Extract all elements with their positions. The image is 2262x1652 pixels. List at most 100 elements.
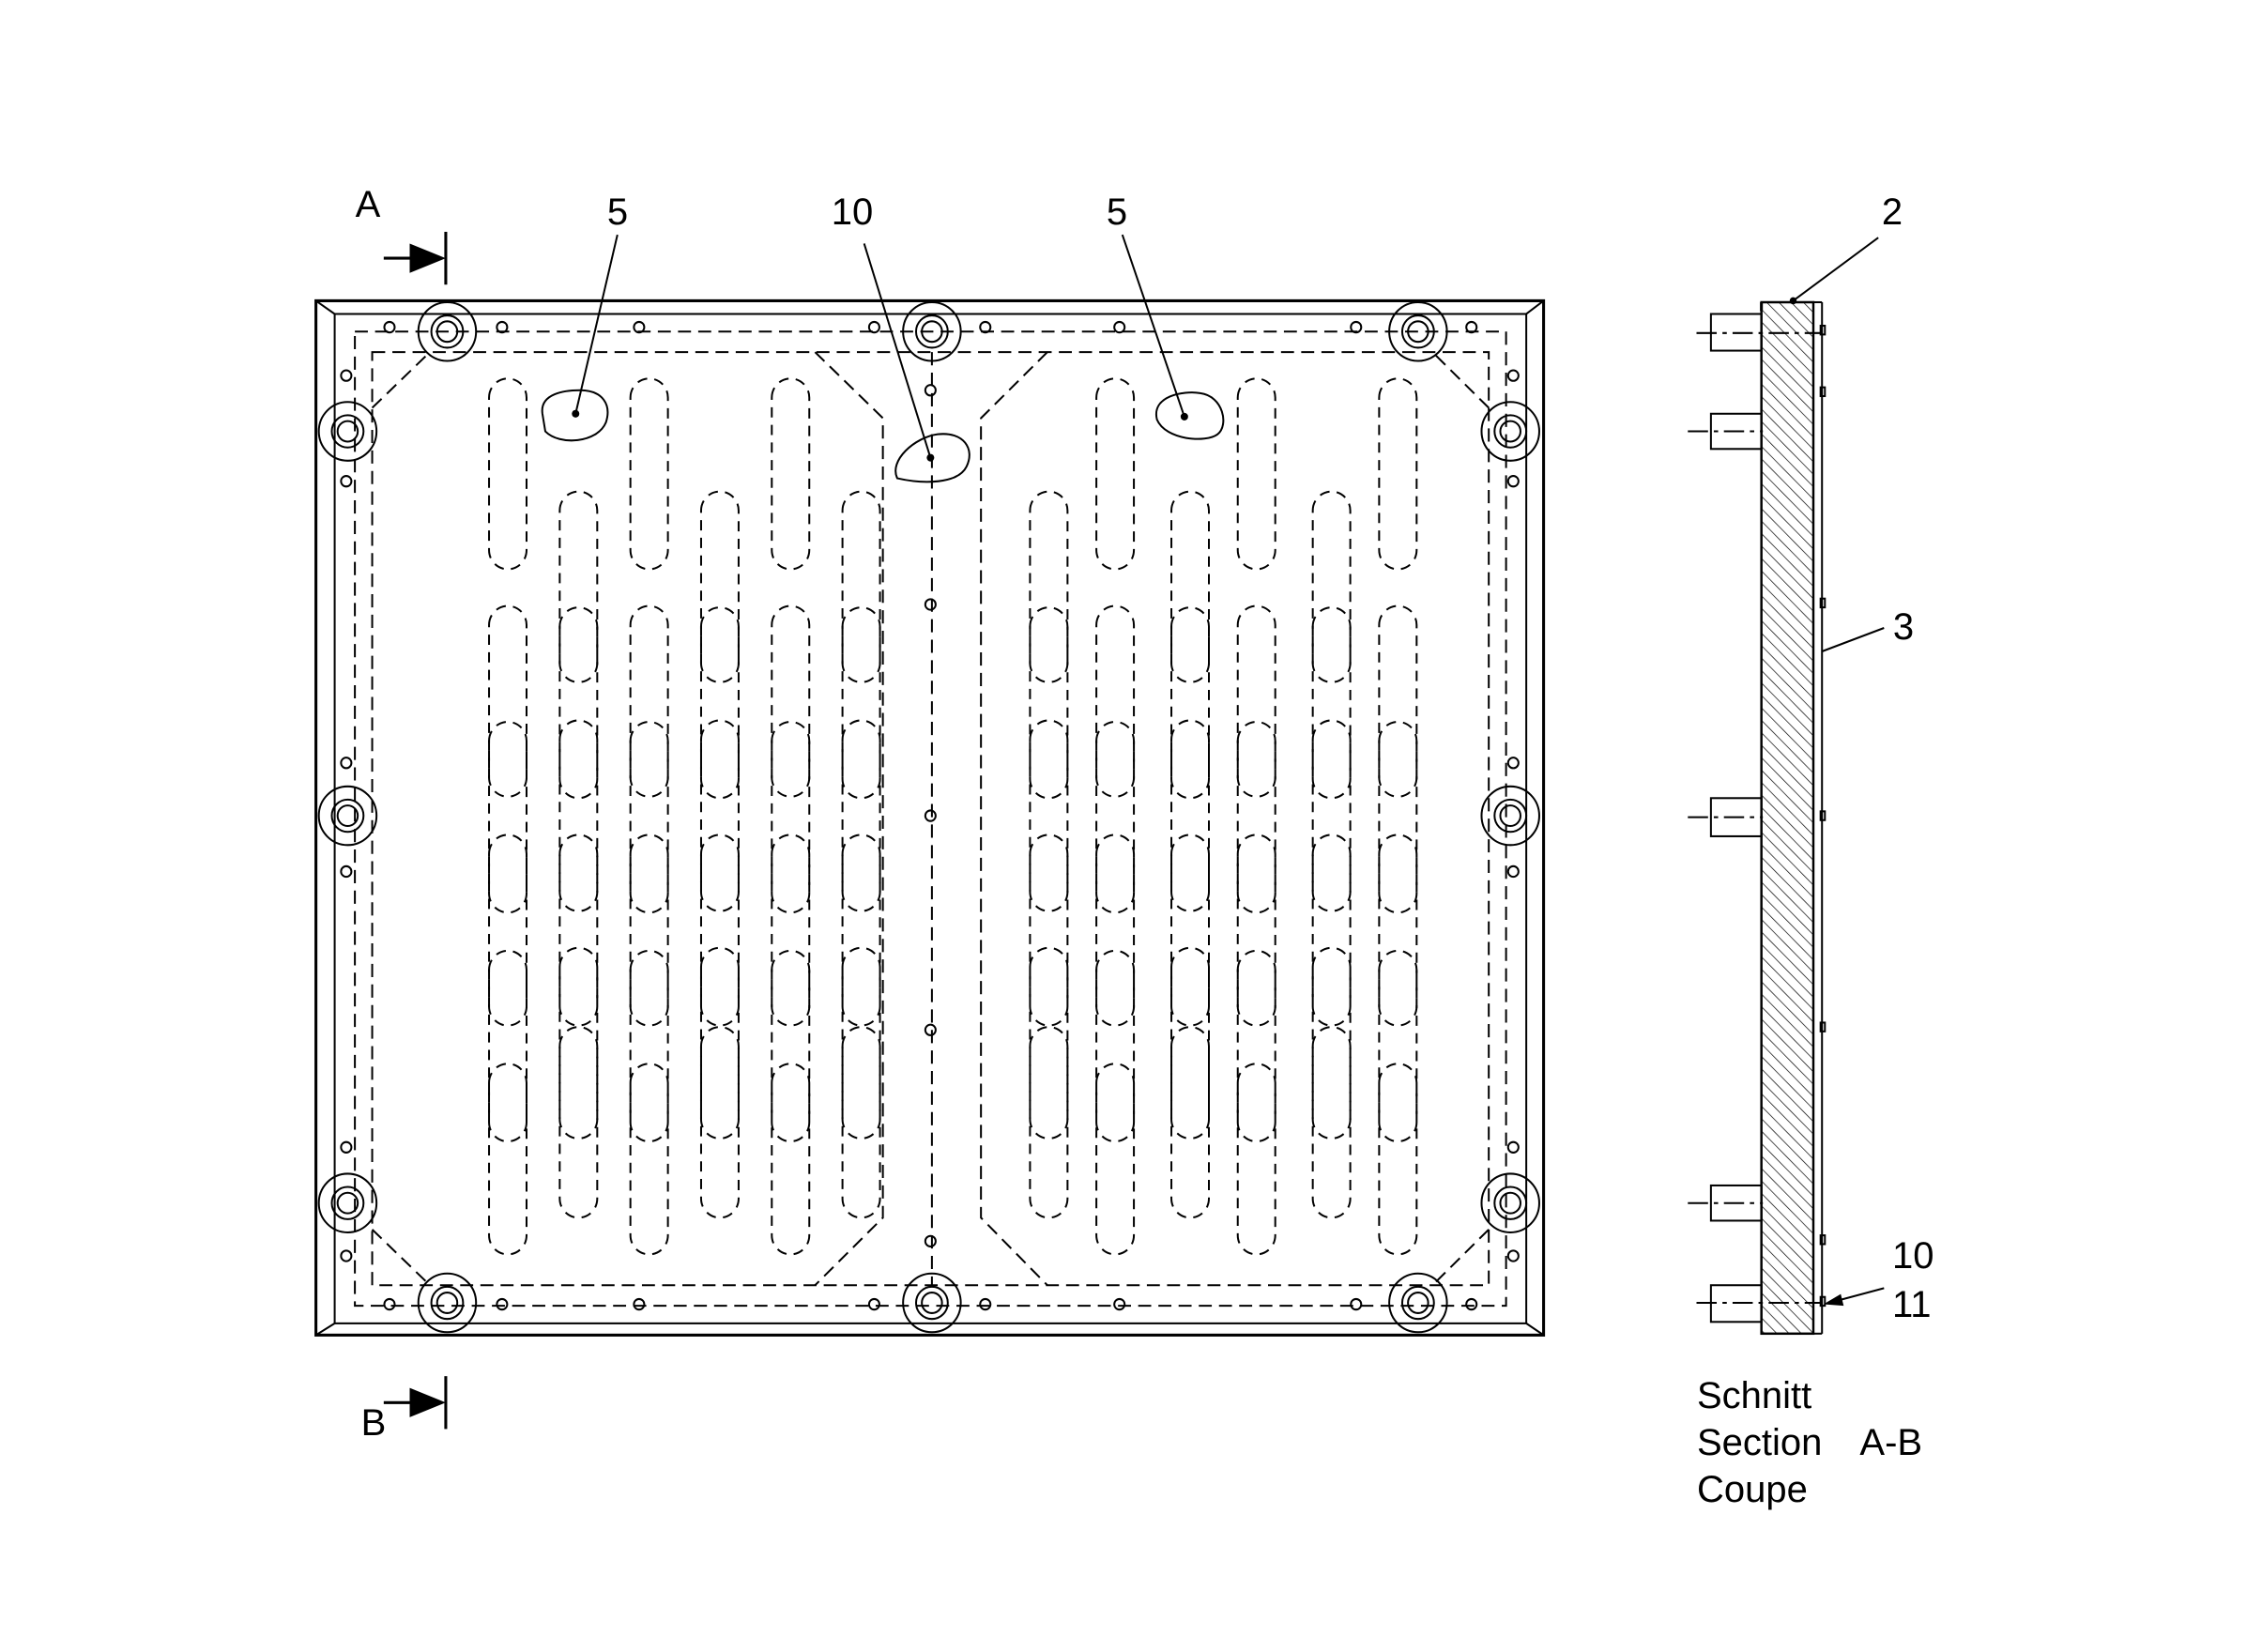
hidden-panel-outline — [354, 330, 1507, 1308]
boss-outer — [417, 300, 478, 362]
leader-dots-front — [572, 409, 1188, 462]
small-hole — [1113, 1297, 1126, 1311]
callout-10-side: 10 — [1892, 1235, 1934, 1277]
callout-5-right: 5 — [1106, 191, 1128, 233]
slot — [771, 604, 811, 798]
small-hole — [924, 809, 937, 822]
boss-hole — [1499, 420, 1521, 443]
boss-outer — [1480, 785, 1540, 847]
slot — [841, 490, 881, 683]
boss-ring — [330, 798, 365, 834]
slot — [1029, 834, 1069, 1027]
small-hole — [383, 1297, 396, 1311]
boss-hole — [1499, 1191, 1521, 1215]
boss-outer — [317, 1172, 378, 1233]
boss-outer — [902, 300, 962, 362]
slot — [699, 490, 740, 683]
slot — [699, 946, 740, 1140]
boss-outer — [1480, 1172, 1540, 1233]
callout-5-left: 5 — [606, 191, 629, 233]
callout-11: 11 — [1892, 1284, 1932, 1325]
boss-ring — [1493, 414, 1528, 449]
small-hole — [1506, 1140, 1520, 1154]
small-hole — [1350, 1297, 1363, 1311]
slot — [1236, 949, 1276, 1142]
boss-outer — [317, 785, 378, 847]
boss-outer — [417, 1272, 478, 1334]
boss-hole — [436, 1292, 459, 1314]
small-hole — [867, 320, 880, 334]
boss-ring — [330, 1185, 365, 1220]
slot — [771, 377, 811, 571]
boss-hole — [921, 320, 943, 344]
slot — [558, 719, 599, 912]
small-hole — [496, 320, 509, 334]
lifting-pocket-right — [1155, 391, 1225, 440]
small-hole — [340, 864, 353, 879]
slot — [558, 490, 599, 683]
slot — [841, 946, 881, 1140]
slot — [1029, 946, 1069, 1140]
slot — [1311, 834, 1352, 1027]
caption-section: Section — [1697, 1422, 1823, 1463]
slot — [699, 834, 740, 1027]
slot — [1378, 1063, 1418, 1256]
slot — [1378, 721, 1418, 914]
small-hole — [1350, 320, 1363, 334]
slot — [1311, 490, 1352, 683]
slot — [1095, 949, 1136, 1142]
small-hole — [1113, 320, 1126, 334]
small-hole — [496, 1297, 509, 1311]
slot — [558, 946, 599, 1140]
boss-hole — [1407, 1292, 1429, 1314]
caption-section-id: A-B — [1859, 1422, 1923, 1463]
small-hole — [340, 757, 353, 770]
small-hole — [633, 320, 646, 334]
small-hole — [924, 1234, 937, 1247]
slot — [1236, 721, 1276, 914]
boss-ring — [330, 414, 365, 449]
lifting-pocket-center — [894, 433, 971, 483]
slot — [1378, 834, 1418, 1027]
slot — [488, 721, 528, 914]
boss-outer — [1388, 300, 1448, 362]
small-holes — [340, 320, 1520, 1311]
small-hole — [867, 1297, 880, 1311]
lifting-pocket-left — [541, 389, 609, 442]
callout-10-center: 10 — [831, 191, 874, 233]
section-mark-a: A — [355, 184, 381, 225]
small-hole — [979, 1297, 992, 1311]
slot — [699, 1026, 740, 1219]
slot — [1170, 719, 1210, 912]
small-hole — [1506, 864, 1520, 879]
small-hole — [924, 1023, 937, 1036]
slot — [1378, 949, 1418, 1142]
slot — [1095, 721, 1136, 914]
slot — [699, 719, 740, 912]
boss-ring — [914, 1285, 949, 1321]
slot — [1311, 606, 1352, 800]
small-hole — [340, 1249, 353, 1262]
section-arrow-b — [383, 1376, 448, 1430]
slot — [841, 606, 881, 800]
section-view — [1688, 237, 1885, 1336]
slot — [1170, 946, 1210, 1140]
small-hole — [340, 475, 353, 488]
small-hole — [1506, 757, 1520, 770]
section-mark-b: B — [360, 1402, 387, 1444]
boss-ring — [430, 314, 465, 349]
slot — [629, 604, 669, 798]
slot — [1170, 490, 1210, 683]
boss-ring — [1493, 1185, 1528, 1220]
slot — [488, 377, 528, 571]
slot — [1029, 1026, 1069, 1219]
small-hole — [1506, 369, 1520, 382]
callout-2: 2 — [1881, 191, 1903, 233]
small-hole — [1465, 320, 1478, 334]
small-hole — [340, 369, 353, 382]
slot — [841, 719, 881, 912]
small-hole — [1506, 1249, 1520, 1262]
slot — [771, 1063, 811, 1256]
